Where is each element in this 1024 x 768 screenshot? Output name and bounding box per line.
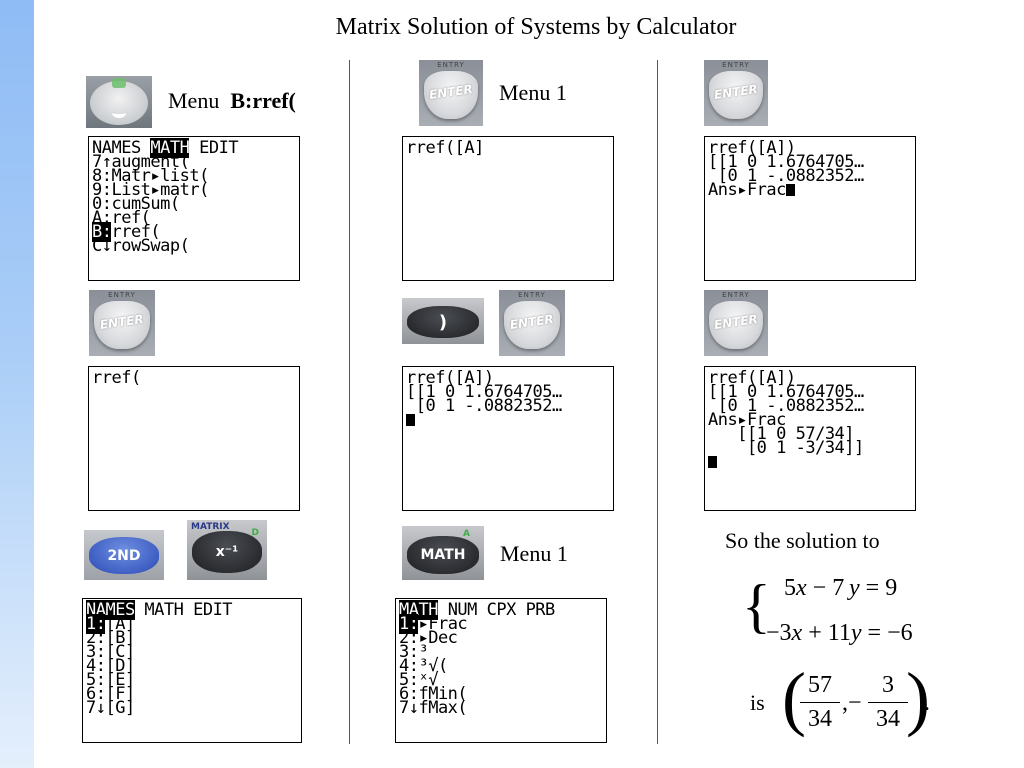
fraction-x: 57 34 <box>800 672 840 733</box>
screen-line: [[1 0 1.6764705… <box>708 382 864 402</box>
screen-line: [0 1 -.0882352… <box>708 166 865 186</box>
system-brace: { <box>742 573 771 639</box>
screen-line: [[1 0 1.6764705… <box>708 152 864 172</box>
inverse-key[interactable]: MATRIX D x⁻¹ <box>187 520 267 580</box>
screen-line: [0 1 -.0882352… <box>708 396 865 416</box>
math-key[interactable]: A MATH <box>402 526 484 580</box>
screen-line-selected: 1:[A] <box>86 614 135 634</box>
screen-line: 9:List▸matr( <box>92 180 209 200</box>
second-key[interactable]: 2ND <box>84 530 164 580</box>
screen-line: 4:[D] <box>86 656 135 676</box>
solution-intro: So the solution to <box>725 528 880 553</box>
column-divider-1 <box>349 60 350 744</box>
menu-brref-label: Menu B:rref( <box>168 88 296 113</box>
screen-line-selected: B:rref( <box>92 222 161 242</box>
screen-matrix-names-menu: NAMES MATH EDIT 1:[A] 2:[B] 3:[C] 4:[D] … <box>82 598 302 743</box>
comma-minus: ,− <box>842 690 862 716</box>
enter-key[interactable]: ENTRY ENTER <box>419 60 483 126</box>
equation-2: −3x + 11y = −6 <box>766 620 913 646</box>
enter-icon: ENTER <box>504 300 560 350</box>
enter-key[interactable]: ENTRY ENTER <box>499 290 565 356</box>
screen-line: 7↑augment( <box>92 152 190 172</box>
screen-line: MATH NUM CPX PRB <box>399 600 555 620</box>
arrow-pad-key[interactable] <box>86 76 152 128</box>
menu1-label: Menu 1 <box>499 80 567 105</box>
screen-line-selected: 1:▸Frac <box>399 614 468 634</box>
side-gradient-strip <box>0 0 34 768</box>
enter-key[interactable]: ENTRY ENTER <box>704 290 768 356</box>
equation-1: 5x − 7 y = 9 <box>784 575 898 601</box>
cursor-block <box>708 456 717 468</box>
screen-line: rref([A] <box>406 138 484 158</box>
screen-line: [[1 0 57/34] <box>708 424 855 444</box>
screen-line: NAMES MATH EDIT <box>92 138 239 158</box>
screen-math-menu: MATH NUM CPX PRB 1:▸Frac 2:▸Dec 3:³ 4:³√… <box>395 598 607 743</box>
screen-cursor-line <box>406 413 610 427</box>
menu1-label: Menu 1 <box>500 541 568 566</box>
screen-matrix-math-menu: NAMES MATH EDIT 7↑augment( 8:Matr▸list( … <box>88 136 300 281</box>
screen-line: 8:Matr▸list( <box>92 166 209 186</box>
column-divider-2 <box>657 60 658 744</box>
fraction-y: 3 34 <box>868 672 908 733</box>
screen-line: 2:[B] <box>86 628 135 648</box>
screen-ans-frac: rref([A]) [[1 0 1.6764705… [0 1 -.088235… <box>704 136 916 281</box>
page-title: Matrix Solution of Systems by Calculator <box>335 14 737 40</box>
screen-line: 7↓[G] <box>86 698 135 718</box>
screen-line: [0 1 -3/34]] <box>708 438 864 458</box>
cursor-block <box>406 414 415 426</box>
screen-line: [0 1 -.0882352… <box>406 396 563 416</box>
screen-rref-open: rref( <box>88 366 300 511</box>
enter-icon: ENTER <box>709 70 763 120</box>
enter-icon: ENTER <box>94 300 150 350</box>
screen-line: rref([A]) <box>406 368 494 388</box>
screen-frac-result: rref([A]) [[1 0 1.6764705… [0 1 -.088235… <box>704 366 916 511</box>
enter-icon: ENTER <box>424 70 478 120</box>
screen-line: 2:▸Dec <box>399 628 458 648</box>
screen-line: 3:³ <box>399 642 429 662</box>
screen-line: rref( <box>92 368 141 388</box>
screen-line: 4:³√( <box>399 656 448 676</box>
screen-line: [[1 0 1.6764705… <box>406 382 562 402</box>
screen-line: 6:[F] <box>86 684 135 704</box>
screen-line: Ans▸Frac <box>708 182 912 199</box>
right-paren: ) <box>906 658 930 738</box>
screen-rref-a: rref([A] <box>402 136 614 281</box>
is-label: is <box>750 690 765 715</box>
arrow-pad-icon <box>89 81 149 125</box>
screen-line: Ans▸Frac <box>708 410 786 430</box>
cursor-block <box>785 184 795 196</box>
enter-icon: ENTER <box>709 300 763 350</box>
screen-rref-result: rref([A]) [[1 0 1.6764705… [0 1 -.088235… <box>402 366 614 511</box>
screen-line: rref([A]) <box>708 138 796 158</box>
screen-cursor-line <box>708 455 912 469</box>
close-paren-key[interactable]: ) <box>402 298 484 344</box>
screen-line: rref([A]) <box>708 368 796 388</box>
screen-line: 3:[C] <box>86 642 135 662</box>
screen-line: 0:cumSum( <box>92 194 180 214</box>
enter-key[interactable]: ENTRY ENTER <box>704 60 768 126</box>
period: . <box>924 690 930 716</box>
screen-line: 5:[E] <box>86 670 135 690</box>
screen-line: 6:fMin( <box>399 684 468 704</box>
screen-line: 5:ˣ√ <box>399 670 438 690</box>
left-paren: ( <box>782 658 806 738</box>
enter-key[interactable]: ENTRY ENTER <box>89 290 155 356</box>
screen-line: C↓rowSwap( <box>92 236 190 256</box>
screen-line: 7↓fMax( <box>399 698 468 718</box>
